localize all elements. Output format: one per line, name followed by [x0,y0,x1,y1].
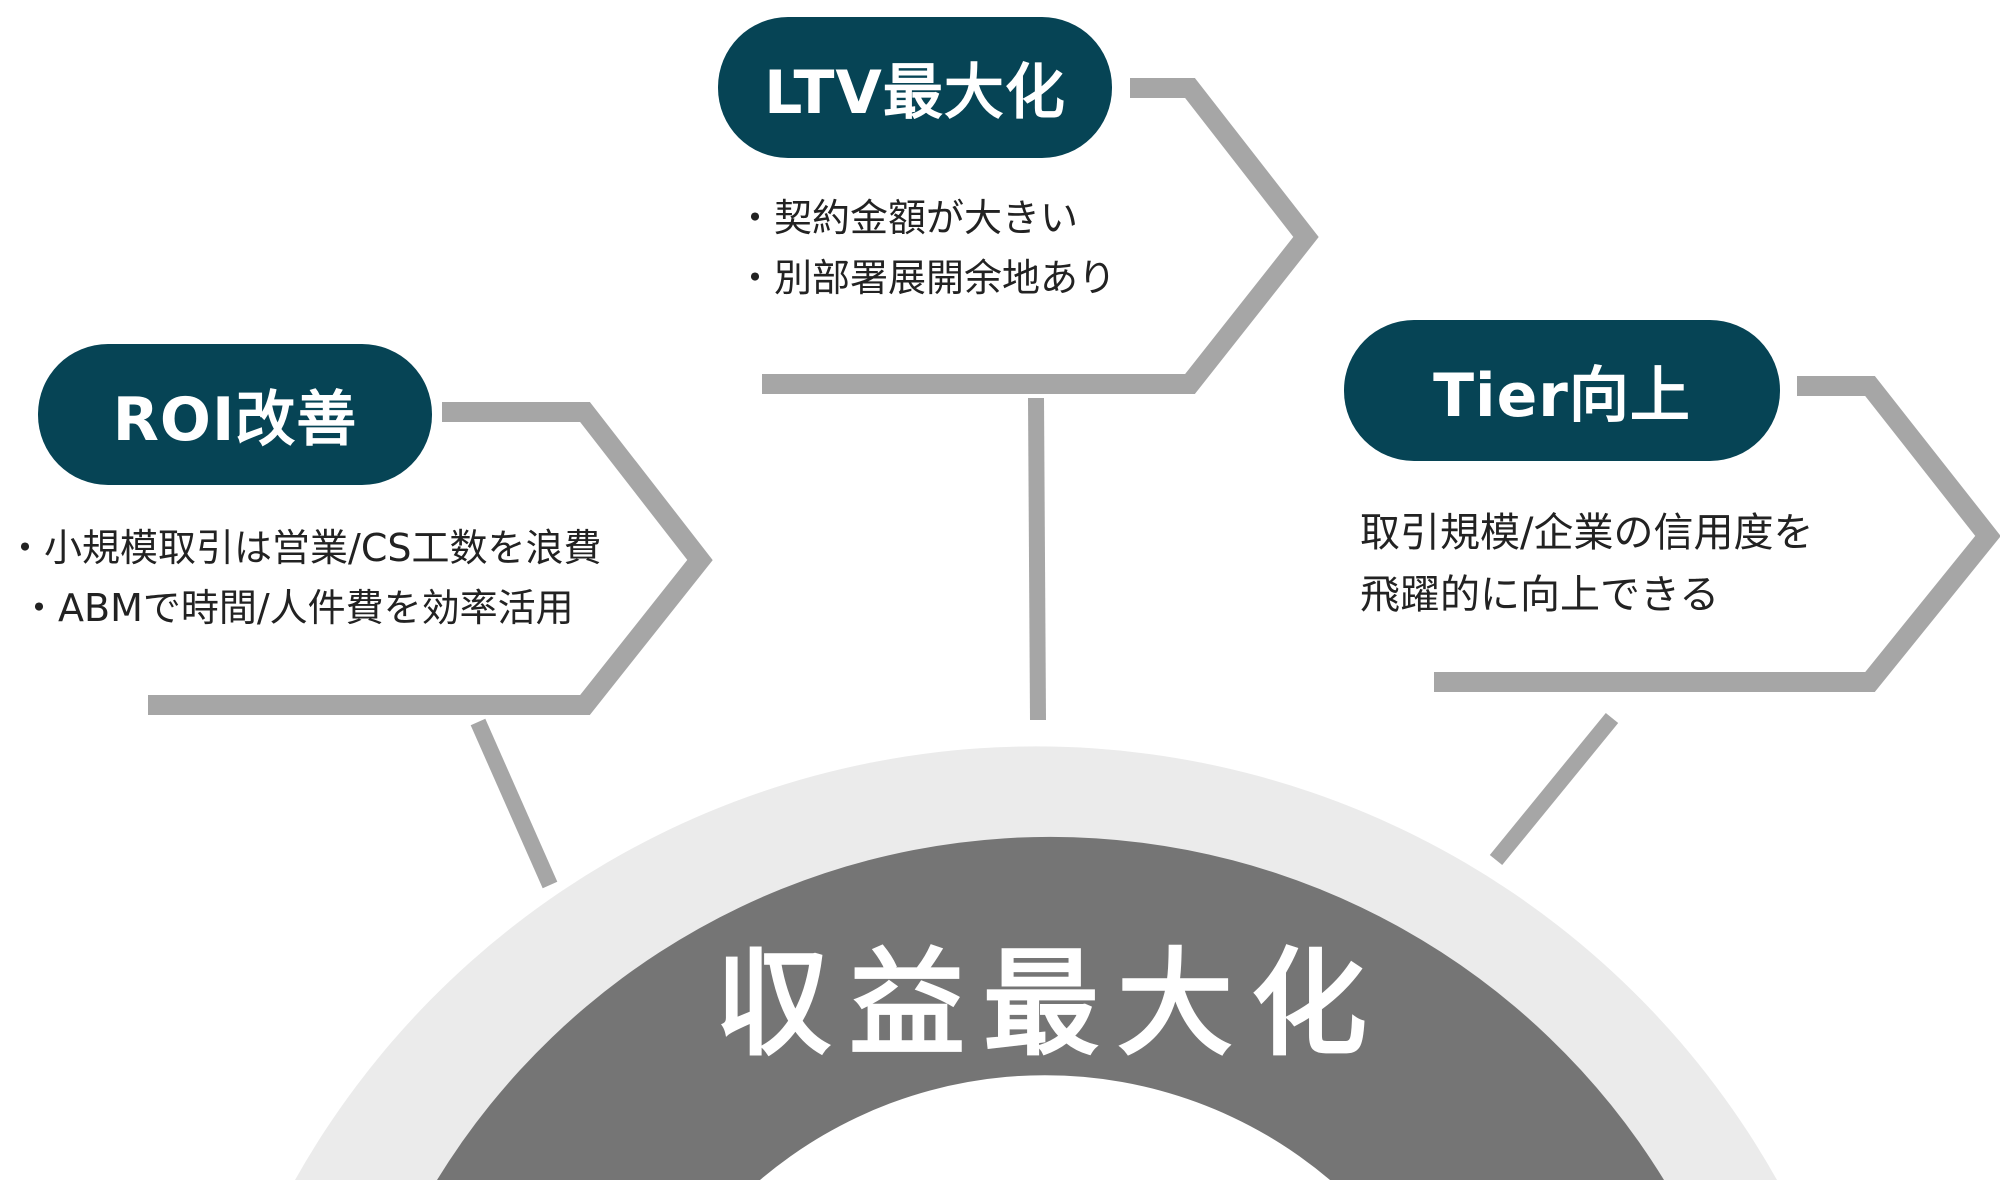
tier-pill: Tier向上 [1344,320,1780,461]
core-arc [760,1075,1330,1180]
tier-description-line-1: 取引規模/企業の信用度を [1360,510,1814,556]
tier-description-line-2: 飛躍的に向上できる [1360,572,1720,618]
inner-arc [437,836,1664,1180]
ltv-pill: LTV最大化 [718,17,1112,158]
ltv-bullet-2: 別部署展開余地あり [736,248,1116,308]
chevron-outline-tier [1434,376,2000,692]
center-title: 収益最大化 [715,937,1385,1072]
chevron-outline-ltv [762,78,1319,394]
tier-description: 取引規模/企業の信用度を 飛躍的に向上できる [1360,502,1813,626]
chevron-outline-roi [148,402,713,715]
ltv-bullet-list: 契約金額が大きい 別部署展開余地あり [736,188,1116,308]
connector-line-ltv [1028,397,1046,721]
connector-line-roi [470,718,558,889]
connector-line-tier [1489,712,1619,866]
roi-bullet-list: 小規模取引は営業/CS工数を浪費 ABMで時間/人件費を効率活用 [6,518,601,638]
roi-bullet-1: 小規模取引は営業/CS工数を浪費 [6,518,601,578]
roi-pill: ROI改善 [38,344,432,485]
roi-bullet-2: ABMで時間/人件費を効率活用 [6,578,601,638]
ltv-bullet-1: 契約金額が大きい [736,188,1116,248]
